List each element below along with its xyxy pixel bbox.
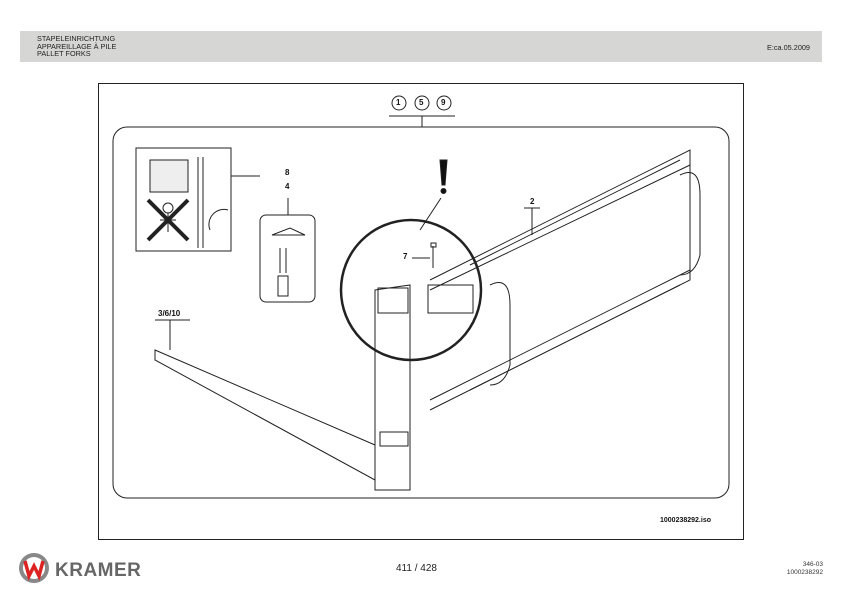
- callout-5: 5: [419, 98, 424, 107]
- callout-9: 9: [441, 98, 446, 107]
- page-header: STAPELEINRICHTUNG APPAREILLAGE À PILE PA…: [20, 31, 822, 62]
- label-8: 8: [285, 168, 290, 177]
- drawing-frame: [98, 83, 744, 540]
- title-de: STAPELEINRICHTUNG: [37, 34, 116, 43]
- ref-line-1: 346-03: [802, 561, 823, 568]
- document-reference: 346-03 1000238292: [787, 561, 823, 577]
- callout-1: 1: [396, 98, 401, 107]
- header-titles: STAPELEINRICHTUNG APPAREILLAGE À PILE PA…: [37, 35, 116, 58]
- title-en: PALLET FORKS: [37, 49, 91, 59]
- drawing-file-id: 1000238292.iso: [660, 517, 711, 524]
- page-number: 411 / 428: [396, 563, 437, 574]
- label-2: 2: [530, 197, 535, 206]
- edition-date: E:ca.05.2009: [766, 43, 810, 52]
- label-7: 7: [403, 252, 408, 261]
- ref-line-2: 1000238292: [786, 569, 823, 576]
- label-4: 4: [285, 182, 290, 191]
- label-3-6-10: 3/6/10: [158, 309, 181, 318]
- brand-name: KRAMER: [55, 560, 142, 581]
- title-fr: APPAREILLAGE À PILE: [37, 41, 117, 51]
